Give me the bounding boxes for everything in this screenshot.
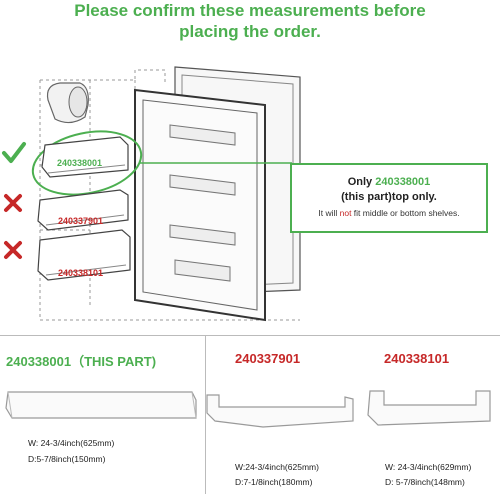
diagram-label-middle: 240337901 (58, 216, 104, 226)
callout-line-3: It will not fit middle or bottom shelves… (292, 208, 486, 218)
callout-only: Only (347, 176, 376, 188)
callout-line-1: Only 240338001 (292, 176, 486, 188)
header-line-1: Please confirm these measurements before (74, 1, 426, 20)
part-title-2: 240337901 (235, 351, 301, 366)
fridge-illustration (2, 66, 301, 322)
fridge-diagram: 240338001 240337901 240338101 Only 24033… (0, 45, 500, 325)
part-title-1: 240338001（THIS PART) (6, 354, 157, 369)
callout-part-number: 240338001 (375, 176, 431, 188)
shelf-image-1 (5, 391, 197, 419)
part-title-3: 240338101 (384, 351, 450, 366)
header-line-2: placing the order. (179, 22, 321, 41)
diagram-label-bottom: 240338101 (58, 268, 104, 278)
part-3-width: W: 24-3/4inch(629mm) (385, 462, 472, 472)
check-icon (2, 142, 26, 163)
shelf-image-3 (367, 390, 491, 426)
diagram-label-top: 240338001 (57, 158, 103, 168)
header: Please confirm these measurements before… (0, 0, 500, 42)
shelf-image-2 (206, 394, 354, 428)
part-1-width: W: 24-3/4inch(625mm) (28, 438, 115, 448)
callout-line-2: (this part)top only. (341, 191, 437, 203)
callout-not: not (339, 208, 352, 218)
part-3-depth: D: 5-7/8inch(148mm) (385, 477, 465, 487)
part-1-depth: D:5-7/8inch(150mm) (28, 454, 106, 464)
callout-box: Only 240338001 (this part)top only. It w… (290, 163, 488, 233)
x-icon (4, 194, 22, 212)
column-divider (205, 336, 206, 494)
section-divider (0, 335, 500, 336)
part-2-depth: D:7-1/8inch(180mm) (235, 477, 313, 487)
x-icon (4, 241, 22, 259)
part-2-width: W:24-3/4inch(625mm) (235, 462, 319, 472)
callout-suffix: fit middle or bottom shelves. (351, 208, 460, 218)
callout-it-will: It will (318, 208, 340, 218)
